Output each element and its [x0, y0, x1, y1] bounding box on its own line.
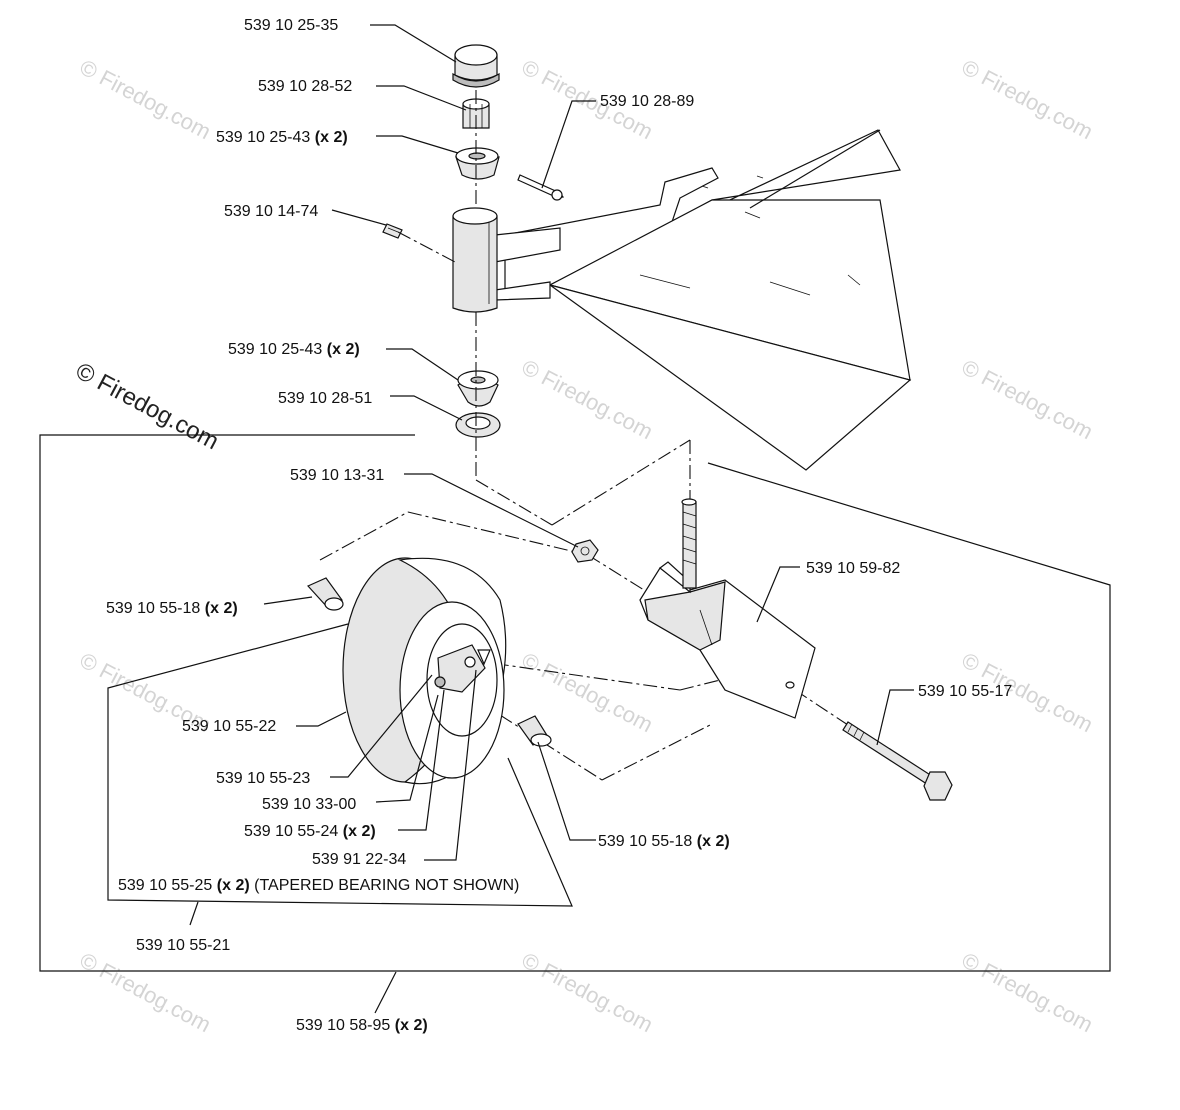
part-label: 539 10 14-74: [224, 203, 318, 220]
part-label: 539 10 55-24 (x 2): [244, 823, 376, 840]
part-label: 539 10 59-82: [806, 560, 900, 577]
dust-cap: [452, 44, 500, 88]
watermark-main: © Firedog.com: [71, 357, 223, 455]
spacer-left: [306, 577, 344, 611]
part-label: 539 10 28-52: [258, 78, 352, 95]
deck-frame: [504, 129, 912, 471]
grease-fitting: [382, 223, 403, 239]
part-label: 539 91 22-34: [312, 851, 406, 868]
spacer-right: [517, 715, 552, 747]
watermark: © Firedog.com: [518, 947, 657, 1037]
part-label: 539 10 55-18 (x 2): [598, 833, 730, 850]
part-label: 539 10 55-17: [918, 683, 1012, 700]
part-label: 539 10 55-22: [182, 718, 276, 735]
part-label: 539 10 28-89: [600, 93, 694, 110]
part-label: 539 10 25-43 (x 2): [228, 341, 360, 358]
watermark: © Firedog.com: [958, 54, 1097, 144]
cotter-pin: [517, 174, 565, 201]
watermark: © Firedog.com: [958, 354, 1097, 444]
leader-lines: [39, 24, 1111, 1014]
caster-yoke: [639, 498, 816, 719]
hex-nut: [571, 539, 599, 563]
part-label: 539 10 33-00: [262, 796, 356, 813]
watermark: © Firedog.com: [76, 54, 215, 144]
part-label: 539 10 55-18 (x 2): [106, 600, 238, 617]
caster-wheel: [342, 557, 507, 785]
watermark: © Firedog.com: [76, 947, 215, 1037]
upper-bearing: [455, 147, 500, 180]
part-label: 539 10 28-51: [278, 390, 372, 407]
bearing-race: [455, 412, 501, 438]
watermark: © Firedog.com: [518, 354, 657, 444]
part-label: 539 10 13-31: [290, 467, 384, 484]
part-label: 539 10 25-43 (x 2): [216, 129, 348, 146]
watermark: © Firedog.com: [958, 947, 1097, 1037]
part-labels: 539 10 25-35 539 10 28-52 539 10 25-43 (…: [106, 17, 1012, 1034]
part-label: 539 10 55-25 (x 2) (TAPERED BEARING NOT …: [118, 877, 519, 894]
part-label: 539 10 55-23: [216, 770, 310, 787]
lower-bearing: [457, 370, 499, 407]
part-label: 539 10 58-95 (x 2): [296, 1017, 428, 1034]
axle-bolt: [842, 721, 953, 801]
part-label: 539 10 55-21: [136, 937, 230, 954]
caster-tube: [452, 207, 561, 313]
part-label: 539 10 25-35: [244, 17, 338, 34]
